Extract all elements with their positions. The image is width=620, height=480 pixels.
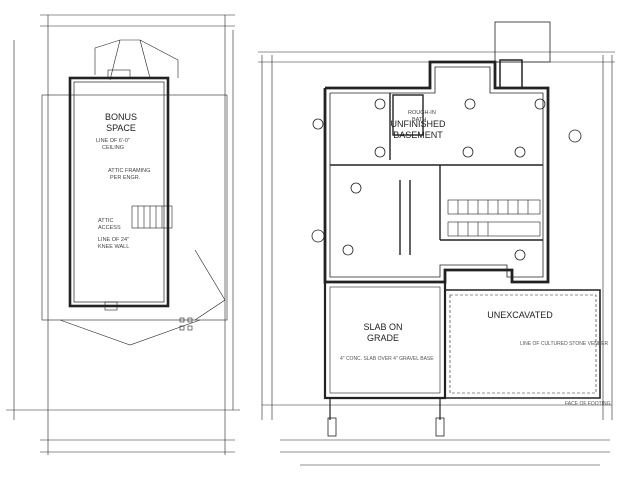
roughin-label-1: ROUGH-IN xyxy=(408,110,436,116)
basement-walls xyxy=(323,60,550,284)
truss-note-1: ATTIC FRAMING xyxy=(108,168,150,174)
left-plan xyxy=(6,14,240,455)
right-plan xyxy=(258,21,615,466)
kneewall-note-2: KNEE WALL xyxy=(98,244,129,250)
attic-stair xyxy=(131,205,173,229)
pier-blocks xyxy=(327,417,445,437)
stair-note-2: ACCESS xyxy=(98,225,121,231)
ledger-note: 4" CONC. SLAB OVER 4" GRAVEL BASE xyxy=(340,356,434,362)
interior-walls xyxy=(330,93,543,255)
unfinished-label-1: UNFINISHED xyxy=(390,119,446,129)
unexcavated-label: UNEXCAVATED xyxy=(487,310,553,320)
unexcavated-area xyxy=(445,289,601,399)
truss-note-2: PER ENGR. xyxy=(110,175,141,181)
ceiling-note-1: LINE OF 6'-0" xyxy=(96,138,130,144)
slab-label-1: SLAB ON xyxy=(363,322,402,332)
basement-stair xyxy=(447,199,541,237)
right-dimension-lines xyxy=(258,51,615,466)
bonus-space-label-1: BONUS xyxy=(105,112,137,122)
footing-note: FACE OF FOOTING xyxy=(565,401,611,407)
roughin-label-2: BATH xyxy=(412,117,426,123)
left-roof-outline xyxy=(41,39,228,346)
column-markers xyxy=(311,98,582,261)
ceiling-note-2: CEILING xyxy=(102,145,124,151)
left-vent-marks xyxy=(104,69,193,331)
stair-note-1: ATTIC xyxy=(98,218,114,224)
unfinished-label-2: BASEMENT xyxy=(393,130,443,140)
bonus-space-label-2: SPACE xyxy=(106,123,136,133)
left-dimension-lines xyxy=(6,14,240,455)
kneewall-note-1: LINE OF 24" xyxy=(98,237,129,243)
slab-label-2: GRADE xyxy=(367,333,399,343)
slab-on-grade xyxy=(323,282,447,400)
knee-note: LINE OF CULTURED STONE VENEER xyxy=(520,341,609,347)
